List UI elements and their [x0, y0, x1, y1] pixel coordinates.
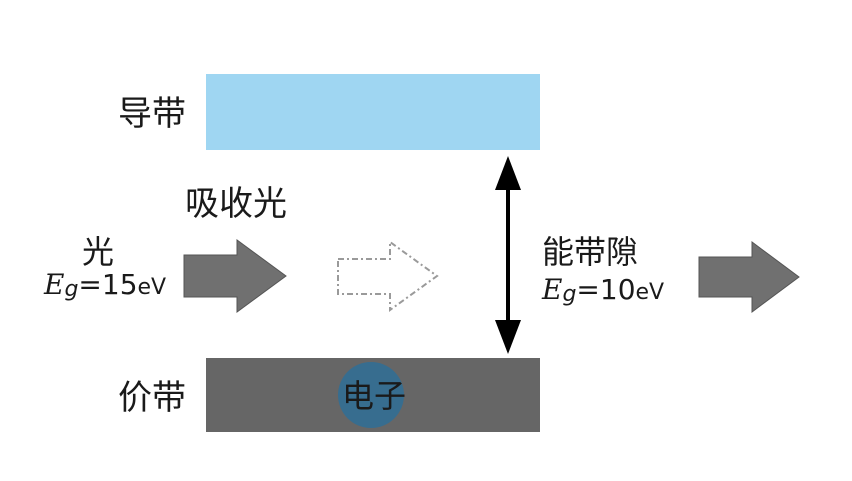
gap-eq-value: =10: [576, 273, 636, 306]
gap-arrow-head-up: [495, 156, 521, 190]
gap-arrow-head-down: [495, 320, 521, 354]
incoming-light-arrow: [183, 239, 287, 313]
gap-eq-symbol: E: [542, 273, 563, 306]
gap-eq-unit: eV: [635, 280, 665, 305]
band-gap-label: 能带隙: [542, 233, 639, 271]
absorb-light-label: 吸收光: [185, 184, 287, 224]
incident-eq-symbol: E: [44, 268, 65, 301]
gap-eq-sub: g: [562, 282, 577, 307]
valence-band-label: 价带: [118, 378, 186, 418]
incident-eq-sub: g: [64, 277, 79, 302]
band-gap-double-arrow: [495, 156, 521, 354]
electron-label: 电子: [341, 377, 406, 415]
incident-eq-unit: eV: [137, 275, 167, 300]
conduction-band: [206, 74, 540, 150]
incident-eq-value: =15: [78, 268, 138, 301]
band-gap-equation: Eg=10eV: [542, 276, 664, 306]
incident-light-label: 光: [82, 233, 115, 271]
electron-circle: [338, 362, 404, 428]
absorbed-light-dashed-arrow: [337, 240, 439, 312]
conduction-band-label: 导带: [118, 94, 186, 134]
transmitted-light-arrow: [698, 241, 800, 313]
incident-energy-equation: Eg=15eV: [44, 271, 166, 301]
